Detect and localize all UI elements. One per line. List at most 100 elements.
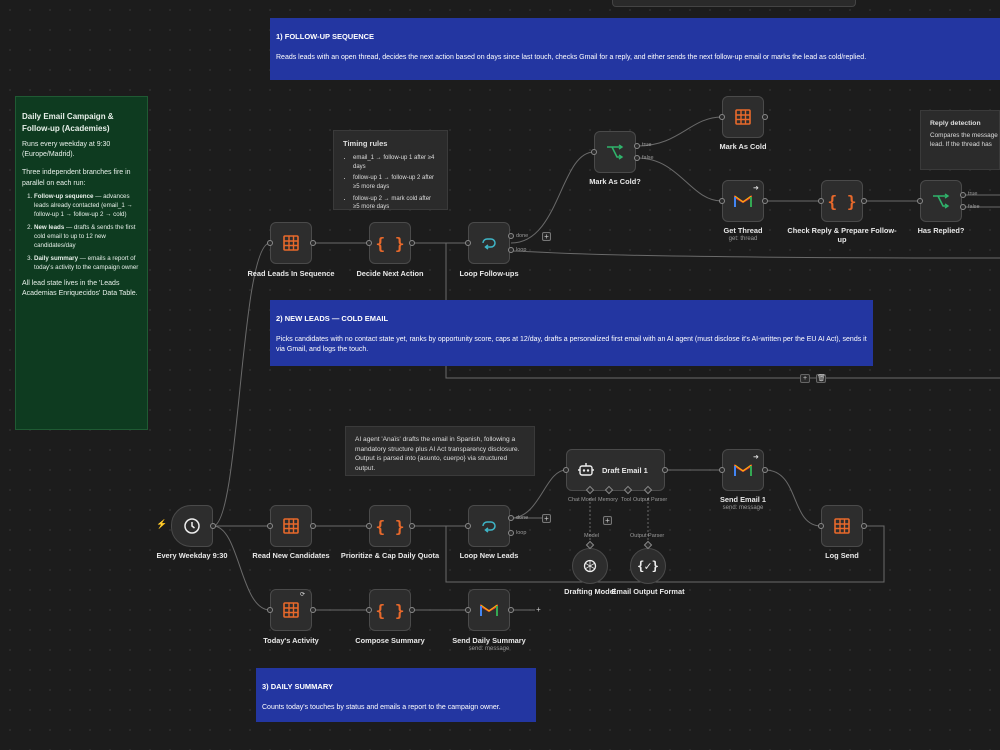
output-port[interactable] — [662, 467, 668, 473]
output-port[interactable] — [861, 198, 867, 204]
code-braces-icon: { } — [375, 233, 405, 253]
output-port[interactable] — [310, 607, 316, 613]
node-log-send[interactable] — [821, 505, 863, 547]
loop-icon — [482, 238, 496, 250]
output-port-done[interactable] — [508, 233, 514, 239]
output-port-done[interactable] — [508, 515, 514, 521]
output-port[interactable] — [409, 523, 415, 529]
output-port-false[interactable] — [960, 204, 966, 210]
node-label: Read New Candidates — [252, 551, 330, 560]
node-mark-as-cold-if[interactable] — [594, 131, 636, 173]
input-port[interactable] — [465, 240, 471, 246]
port-label-true: true — [968, 191, 978, 197]
code-braces-icon: { } — [375, 600, 405, 620]
input-port[interactable] — [719, 114, 725, 120]
output-port-true[interactable] — [960, 192, 966, 198]
node-read-leads-sequence[interactable] — [270, 222, 312, 264]
gmail-icon — [734, 195, 752, 207]
output-port-loop[interactable] — [508, 247, 514, 253]
input-port[interactable] — [366, 240, 372, 246]
add-node-button[interactable]: + — [542, 514, 551, 523]
output-port-loop[interactable] — [508, 530, 514, 536]
node-loop-new-leads[interactable] — [468, 505, 510, 547]
node-compose-summary[interactable]: { } — [369, 589, 411, 631]
node-label: Today's Activity — [263, 636, 319, 645]
node-get-thread[interactable] — [722, 180, 764, 222]
sticky-body: AI agent 'Anaïs' drafts the email in Spa… — [355, 436, 520, 472]
input-port[interactable] — [267, 607, 273, 613]
input-port[interactable] — [366, 607, 372, 613]
input-port[interactable] — [465, 523, 471, 529]
sync-badge-icon: ⟳ — [300, 592, 306, 598]
output-port[interactable] — [762, 114, 768, 120]
node-prioritize-cap[interactable]: { } — [369, 505, 411, 547]
output-port-true[interactable] — [634, 143, 640, 149]
output-port[interactable] — [508, 607, 514, 613]
input-port[interactable] — [719, 467, 725, 473]
node-mark-as-cold[interactable] — [722, 96, 764, 138]
code-braces-icon: { } — [375, 516, 405, 536]
canvas-toolbar[interactable] — [612, 0, 856, 7]
node-label: Decide Next Action — [356, 269, 424, 278]
external-arrow-icon: ➜ — [753, 454, 759, 461]
node-check-reply[interactable]: { } — [821, 180, 863, 222]
node-label: Drafting Model — [564, 587, 616, 596]
external-arrow-icon: ➜ — [753, 185, 759, 192]
output-port[interactable] — [310, 240, 316, 246]
input-port[interactable] — [719, 198, 725, 204]
input-port[interactable] — [818, 523, 824, 529]
node-label: Log Send — [825, 551, 859, 560]
node-send-daily-summary[interactable] — [468, 589, 510, 631]
sticky-title: Daily Email Campaign & Follow-up (Academ… — [22, 112, 114, 133]
sticky-title: Reply detection — [930, 120, 981, 127]
output-port[interactable] — [210, 523, 216, 529]
input-port[interactable] — [267, 523, 273, 529]
add-memory-button[interactable]: + — [603, 516, 612, 525]
node-draft-email-agent[interactable]: Draft Email 1 — [566, 449, 665, 491]
output-port[interactable] — [762, 198, 768, 204]
input-port[interactable] — [591, 149, 597, 155]
sticky-main-description: Daily Email Campaign & Follow-up (Academ… — [15, 96, 148, 430]
table-icon — [283, 602, 299, 618]
node-sublabel: send: message — [468, 646, 510, 652]
input-port[interactable] — [465, 607, 471, 613]
add-node-button[interactable]: + — [542, 232, 551, 241]
add-node-button[interactable]: + — [800, 374, 810, 383]
input-port[interactable] — [917, 198, 923, 204]
node-loop-follow-ups[interactable] — [468, 222, 510, 264]
delete-connection-button[interactable]: 🗑 — [816, 374, 826, 383]
node-read-new-candidates[interactable] — [270, 505, 312, 547]
sticky-paragraph: Runs every weekday at 9:30 (Europe/Madri… — [22, 141, 111, 159]
sticky-body: Picks candidates with no contact state y… — [276, 335, 867, 354]
node-sublabel: send: message — [722, 505, 764, 511]
node-label: Mark As Cold? — [589, 177, 641, 186]
output-port[interactable] — [409, 607, 415, 613]
input-port[interactable] — [818, 198, 824, 204]
node-label: Loop Follow-ups — [459, 269, 519, 278]
output-port[interactable] — [310, 523, 316, 529]
input-port[interactable] — [563, 467, 569, 473]
output-port-false[interactable] — [634, 155, 640, 161]
sticky-body: Counts today's touches by status and ema… — [262, 703, 501, 711]
output-port[interactable] — [762, 467, 768, 473]
node-todays-activity[interactable] — [270, 589, 312, 631]
node-label: Check Reply & Prepare Follow-up — [787, 226, 897, 245]
output-port[interactable] — [861, 523, 867, 529]
loop-icon — [482, 521, 496, 533]
lightning-icon: ⚡ — [156, 519, 168, 529]
input-port[interactable] — [366, 523, 372, 529]
node-has-replied[interactable] — [920, 180, 962, 222]
node-decide-next-action[interactable]: { } — [369, 222, 411, 264]
node-every-weekday[interactable] — [171, 505, 213, 547]
node-drafting-model[interactable] — [572, 548, 608, 584]
branch-list: Follow-up sequence — advances leads alre… — [22, 193, 141, 273]
node-label: Loop New Leads — [459, 551, 519, 560]
output-port[interactable] — [409, 240, 415, 246]
input-port[interactable] — [267, 240, 273, 246]
clock-icon — [184, 518, 200, 534]
sticky-body: Reads leads with an open thread, decides… — [276, 53, 867, 61]
node-send-email-1[interactable] — [722, 449, 764, 491]
add-node-button[interactable]: + — [536, 605, 541, 614]
sticky-reply-detection: Reply detection Compares the message cou… — [920, 110, 1000, 170]
node-email-output-format[interactable]: {✓} — [630, 548, 666, 584]
